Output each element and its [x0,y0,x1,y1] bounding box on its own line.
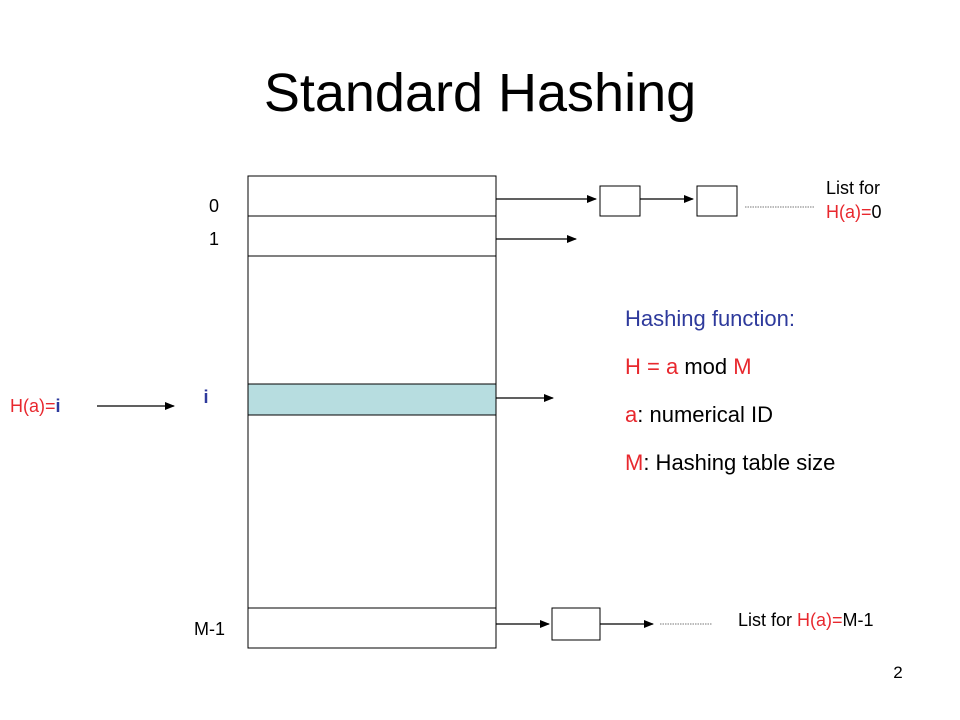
list-label-top-prefix: H(a)= [826,202,872,222]
hashing-function-formula: H = a mod M [625,353,752,381]
page-number: 2 [893,663,903,682]
hashing-function-heading: Hashing function: [625,306,795,331]
list-label-top: List for H(a)=0 [826,176,882,224]
formula-h: H [625,354,641,379]
formula-m: M [733,354,752,379]
index-label-0: 0 [208,196,219,216]
list-label-top-value: 0 [871,202,882,222]
index-label-i: i [203,387,209,407]
list-node-0-1 [599,185,641,217]
index-label-1: 1 [208,229,219,249]
list-node-0-2 [696,185,738,217]
m-def-text: : Hashing table size [643,450,836,475]
list-label-bottom: List for H(a)=M-1 [738,608,874,632]
input-label: H(a)=i [10,394,61,418]
m-def-var: M [625,450,644,475]
list-label-top-line2: H(a)=0 [826,200,882,224]
input-label-var: i [55,396,61,416]
a-def-text: : numerical ID [637,402,773,427]
hashing-function-m-def: M: Hashing table size [625,449,835,477]
slide-title: Standard Hashing [263,63,697,123]
formula-mod: mod [678,354,734,379]
input-label-prefix: H(a)= [10,396,56,416]
list-label-top-line1: List for [826,178,881,198]
highlighted-row-i [247,383,497,416]
list-label-bottom-value: M-1 [842,610,874,630]
a-def-var: a [625,402,638,427]
list-label-bottom-prefix: List for [738,610,798,630]
formula-eq: = [640,354,666,379]
list-node-last-1 [551,607,601,641]
formula-a: a [665,354,679,379]
hashing-function-a-def: a: numerical ID [625,401,773,429]
index-label-last: M-1 [194,619,225,639]
list-label-bottom-red: H(a)= [797,610,843,630]
